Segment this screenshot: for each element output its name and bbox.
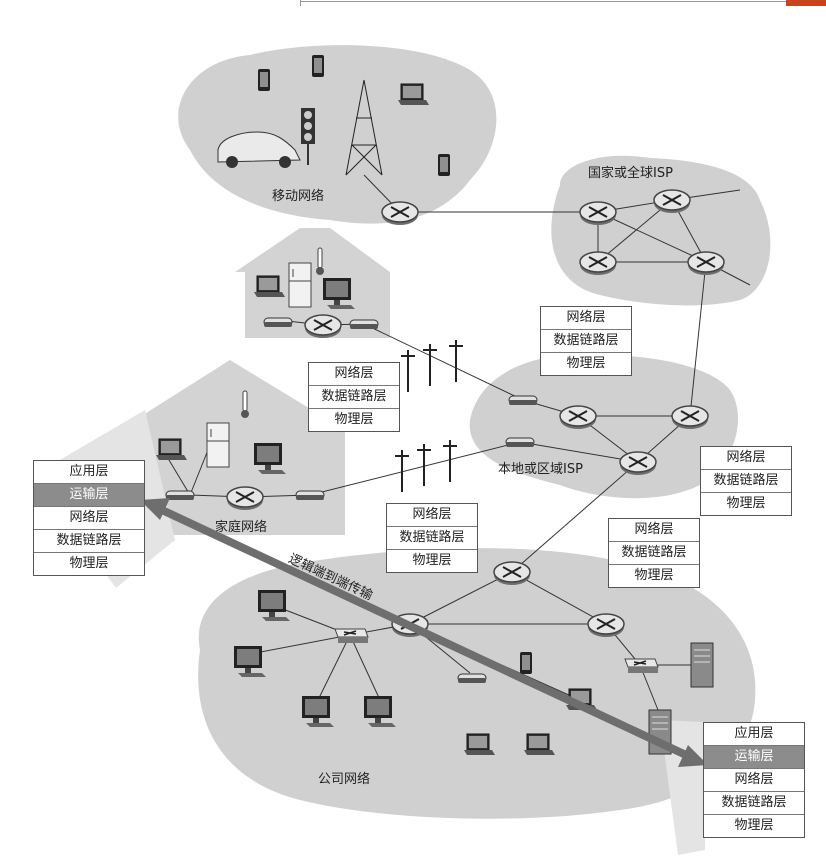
application-layer: 应用层 <box>704 723 804 746</box>
router-protocol-stack: 网络层 数据链路层 物理层 <box>608 518 700 588</box>
data-link-layer: 数据链路层 <box>609 542 699 565</box>
phone-icon <box>258 69 270 91</box>
physical-layer: 物理层 <box>734 818 774 833</box>
home-modem-icon <box>349 319 379 330</box>
data-link-layer: 数据链路层 <box>309 386 399 409</box>
physical-layer: 物理层 <box>726 496 766 511</box>
regional-isp-router-icon <box>559 405 597 430</box>
home-network-house <box>235 228 390 338</box>
home-router-icon <box>226 486 264 511</box>
data-link-layer: 数据链路层 <box>701 470 791 493</box>
physical-layer: 物理层 <box>412 553 452 568</box>
network-layer: 网络层 <box>609 519 699 542</box>
utility-pole-icon <box>422 343 438 387</box>
network-layer: 网络层 <box>34 507 144 530</box>
phone-icon <box>520 652 532 674</box>
top-rule <box>0 0 826 6</box>
company-switch-icon <box>334 628 369 644</box>
company-router-icon <box>493 561 531 586</box>
transport-layer: 运输层 <box>704 746 804 769</box>
global-isp-router-icon <box>579 251 617 276</box>
mobile-network-cloud <box>178 45 497 224</box>
transport-layer: 运输层 <box>34 484 144 507</box>
physical-layer: 物理层 <box>634 568 674 583</box>
company-router-icon <box>587 613 625 638</box>
router-protocol-stack: 网络层 数据链路层 物理层 <box>540 306 632 376</box>
phone-icon <box>438 154 450 176</box>
company-network-label: 公司网络 <box>318 772 371 787</box>
home-modem-icon <box>295 490 325 501</box>
fridge-icon <box>288 262 312 308</box>
home-modem-icon <box>165 490 195 501</box>
fridge-icon <box>206 422 230 468</box>
home-network-label: 家庭网络 <box>215 520 268 535</box>
utility-pole-icon <box>448 339 464 383</box>
application-layer: 应用层 <box>34 461 144 484</box>
regional-isp-cloud <box>469 354 739 499</box>
mobile-router-icon <box>381 201 419 226</box>
global-isp-router-icon <box>653 189 691 214</box>
company-switch-icon <box>624 658 659 674</box>
network-layer: 网络层 <box>541 307 631 330</box>
host-protocol-stack-right: 应用层 运输层 网络层 数据链路层 物理层 <box>703 722 805 838</box>
home-modem-icon <box>263 317 293 328</box>
physical-layer: 物理层 <box>566 356 606 371</box>
regional-isp-label: 本地或区域ISP <box>498 462 583 477</box>
data-link-layer: 数据链路层 <box>704 792 804 815</box>
end-to-end-transport-arrow <box>140 498 708 767</box>
cell-tower-icon <box>345 79 383 176</box>
data-link-layer: 数据链路层 <box>34 530 144 553</box>
isp-modem-icon <box>505 437 535 448</box>
home-router-icon <box>304 314 342 339</box>
traffic-light-icon <box>301 108 315 165</box>
router-protocol-stack: 网络层 数据链路层 物理层 <box>700 446 792 516</box>
network-layer: 网络层 <box>704 769 804 792</box>
utility-pole-icon <box>400 349 416 393</box>
host-protocol-stack-left: 应用层 运输层 网络层 数据链路层 物理层 <box>33 460 145 576</box>
company-modem-icon <box>457 673 487 684</box>
regional-isp-router-icon <box>619 451 657 476</box>
network-layer: 网络层 <box>387 504 477 527</box>
data-link-layer: 数据链路层 <box>387 527 477 550</box>
phone-icon <box>312 55 324 77</box>
global-isp-label: 国家或全球ISP <box>588 166 673 181</box>
router-protocol-stack: 网络层 数据链路层 物理层 <box>386 503 478 573</box>
mobile-network-label: 移动网络 <box>272 189 325 204</box>
router-protocol-stack: 网络层 数据链路层 物理层 <box>308 362 400 432</box>
isp-modem-icon <box>508 395 538 406</box>
physical-layer: 物理层 <box>334 412 374 427</box>
data-link-layer: 数据链路层 <box>541 330 631 353</box>
global-isp-router-icon <box>687 251 725 276</box>
network-layer: 网络层 <box>309 363 399 386</box>
physical-layer: 物理层 <box>69 556 109 571</box>
network-layer: 网络层 <box>701 447 791 470</box>
server-icon <box>690 642 714 688</box>
global-isp-router-icon <box>579 201 617 226</box>
regional-isp-router-icon <box>671 405 709 430</box>
car-icon <box>217 131 301 168</box>
corner-tab <box>786 0 826 6</box>
